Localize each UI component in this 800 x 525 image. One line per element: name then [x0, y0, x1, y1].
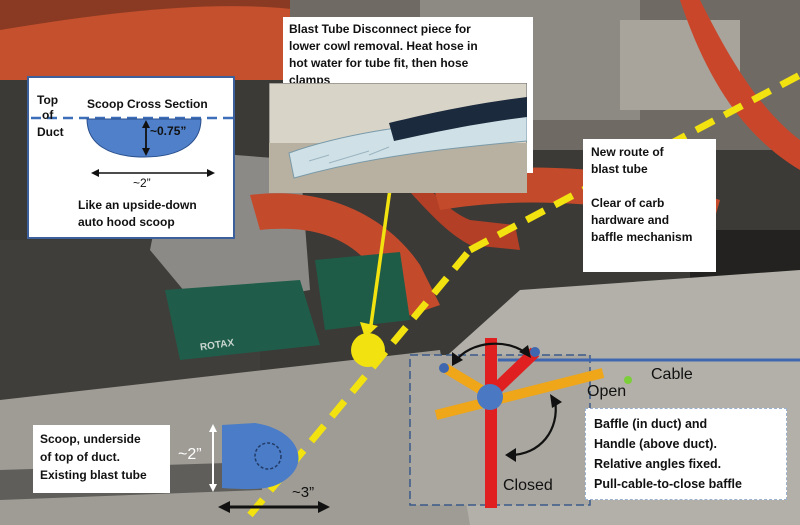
inset-depth-label: ~0.75” — [150, 124, 187, 138]
route-note-line-3: Clear of carb — [591, 196, 665, 210]
inset-width-label: ~2” — [133, 176, 151, 190]
inset-top-label-3: Duct — [37, 125, 64, 139]
scoop-height-label: ~2” — [178, 446, 202, 463]
blast-tube-route-line — [247, 247, 473, 518]
baffle-open-label: Open — [587, 383, 627, 400]
baffle-note-line-1: Baffle (in duct) and — [594, 417, 708, 431]
route-note-line-4: hardware and — [591, 213, 670, 227]
inset-top-label-2: of — [42, 108, 54, 122]
blast-tube-note-line-3: hot water for tube fit, then hose — [289, 56, 469, 70]
blast-tube-note: Blast Tube Disconnect piece for lower co… — [269, 17, 533, 193]
scoop-cross-section-inset: Scoop Cross Section Top of Duct ~0.75” ~… — [27, 76, 235, 239]
blast-tube-hose-photo — [269, 83, 527, 193]
blast-tube-note-line-2: lower cowl removal. Heat hose in — [289, 39, 478, 53]
route-note: New route of blast tube Clear of carb ha… — [583, 139, 716, 272]
scoop-note-line-1: Scoop, underside — [40, 432, 141, 446]
route-note-line-1: New route of — [591, 145, 664, 159]
scoop-note: Scoop, underside of top of duct. Existin… — [33, 425, 170, 493]
inset-caption-2: auto hood scoop — [78, 215, 175, 229]
cable-label: Cable — [651, 366, 693, 383]
scoop-note-line-3: Existing blast tube — [40, 468, 147, 482]
baffle-open-orange — [434, 368, 605, 420]
baffle-pivot — [477, 384, 503, 410]
baffle-note: Baffle (in duct) and Handle (above duct)… — [585, 408, 787, 500]
scoop-note-line-2: of top of duct. — [40, 450, 120, 464]
disconnect-point-marker — [351, 333, 385, 367]
baffle-note-line-3: Relative angles fixed. — [594, 457, 722, 471]
scoop-shape — [222, 423, 299, 490]
inset-diagram — [31, 116, 235, 177]
baffle-closed-label: Closed — [503, 477, 553, 494]
baffle-note-line-4: Pull-cable-to-close baffle — [594, 477, 742, 491]
baffle-closed-vertical — [485, 338, 497, 508]
inset-top-label-1: Top — [37, 93, 59, 107]
blast-tube-note-line-1: Blast Tube Disconnect piece for — [289, 22, 471, 36]
baffle-note-line-2: Handle (above duct). — [594, 437, 717, 451]
disconnect-pointer — [368, 174, 394, 333]
inset-title: Scoop Cross Section — [87, 97, 208, 111]
route-note-line-2: blast tube — [591, 162, 648, 176]
route-note-line-5: baffle mechanism — [591, 230, 693, 244]
scoop-width-label: ~3” — [292, 484, 315, 501]
inset-caption-1: Like an upside-down — [78, 198, 197, 212]
